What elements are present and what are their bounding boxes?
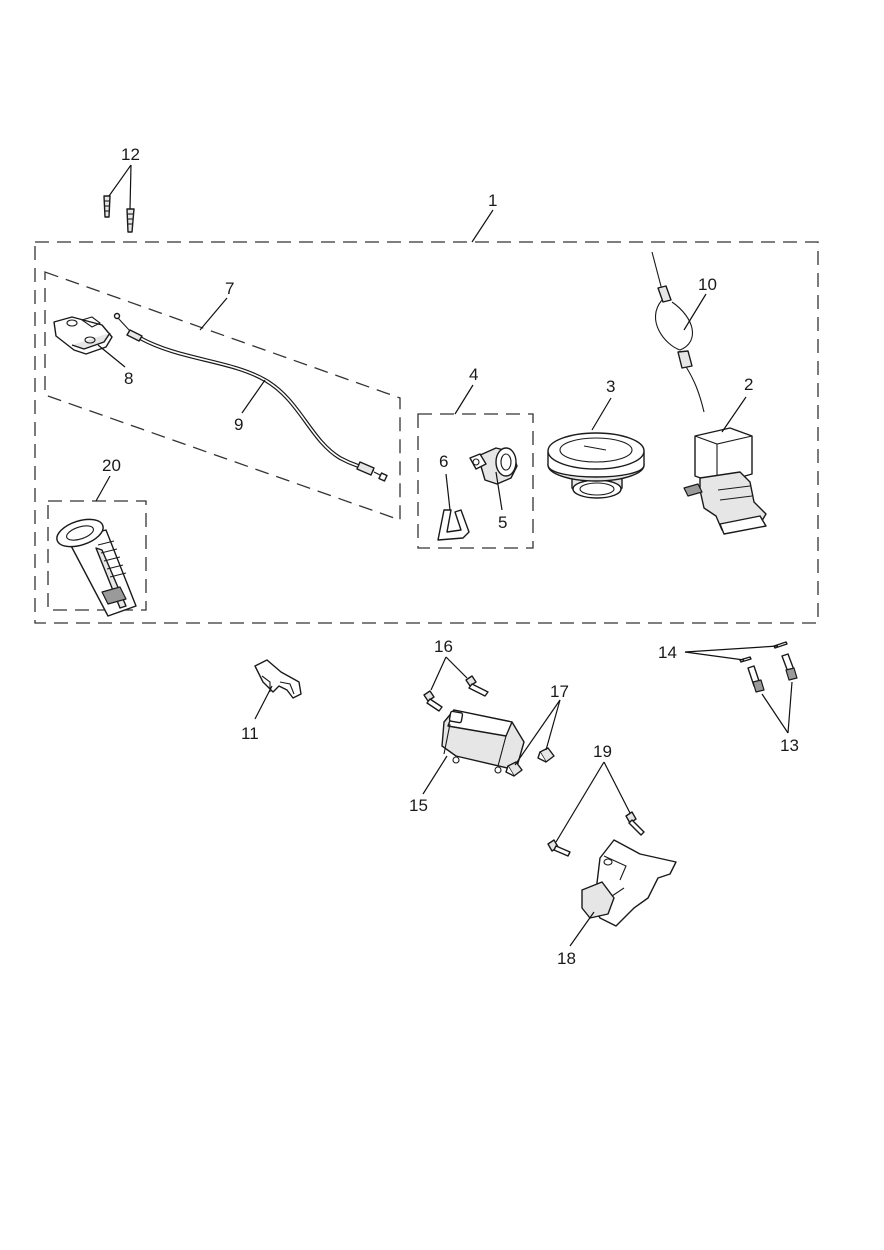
callout-2: 2 <box>744 375 753 394</box>
bracket-11 <box>254 659 302 699</box>
kit-boundary-box <box>34 241 819 624</box>
callout-4: 4 <box>469 365 478 384</box>
release-cable-9 <box>113 312 388 482</box>
callout-14: 14 <box>658 643 677 662</box>
callout-labels: 1 12 7 8 9 10 4 3 2 6 5 20 11 16 17 14 1… <box>102 145 799 968</box>
clip-6 <box>437 509 470 541</box>
screw-pair-12 <box>103 195 135 233</box>
screw-pair-19 <box>547 811 645 857</box>
latch-8 <box>53 316 113 355</box>
control-module-15 <box>441 709 525 774</box>
callout-16: 16 <box>434 637 453 656</box>
fuel-cap-3 <box>547 432 645 499</box>
bolt-pair-13 <box>747 653 798 693</box>
callout-20: 20 <box>102 456 121 475</box>
callout-11: 11 <box>241 724 259 743</box>
callout-10: 10 <box>698 275 717 294</box>
callout-1: 1 <box>488 191 497 210</box>
washer-pair-14 <box>739 641 788 663</box>
callout-19: 19 <box>593 742 612 761</box>
callout-3: 3 <box>606 377 615 396</box>
lock-subassembly-box <box>417 413 534 549</box>
mounting-bracket-18 <box>581 839 677 927</box>
callout-15: 15 <box>409 796 428 815</box>
lanyard-10 <box>651 251 705 413</box>
callout-6: 6 <box>439 452 448 471</box>
callout-7: 7 <box>225 279 234 298</box>
callout-17: 17 <box>550 682 569 701</box>
barrel-lock-20 <box>56 518 137 617</box>
lock-cylinder-5 <box>469 447 518 485</box>
callout-9: 9 <box>234 415 243 434</box>
callout-5: 5 <box>498 513 507 532</box>
callout-12: 12 <box>121 145 140 164</box>
screw-pair-16 <box>423 675 489 712</box>
callout-13: 13 <box>780 736 799 755</box>
cable-subassembly-box <box>44 271 401 521</box>
leader-lines <box>95 164 793 947</box>
barrel-subassembly-box <box>47 500 147 611</box>
ignition-switch-2 <box>683 427 767 535</box>
callout-8: 8 <box>124 369 133 388</box>
callout-18: 18 <box>557 949 576 968</box>
nut-pair-17 <box>505 747 555 777</box>
